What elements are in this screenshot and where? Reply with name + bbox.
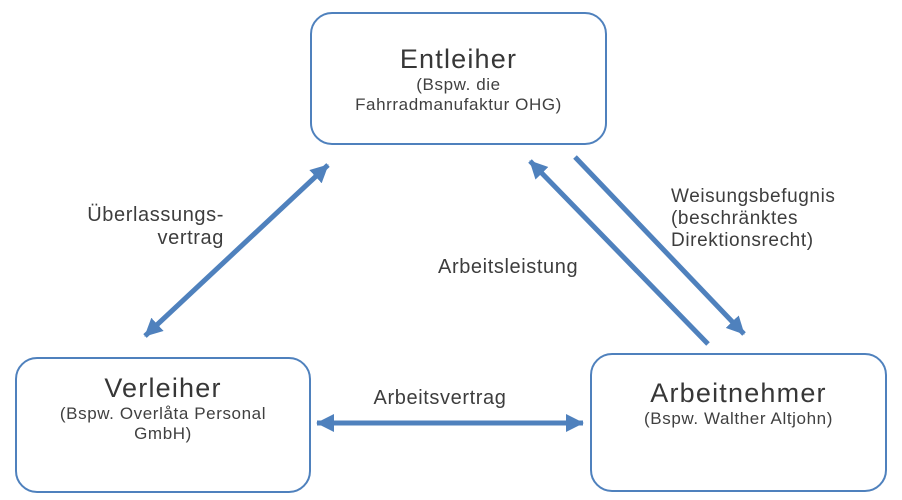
node-subtitle-line: Fahrradmanufaktur OHG) [355,94,562,114]
edge-label-weisungsbefugnis: Weisungsbefugnis (beschränktes Direktion… [671,186,891,252]
node-arbeitnehmer: Arbeitnehmer (Bspw. Walther Altjohn) [590,353,887,492]
edge-label-ueberlassungsvertrag: Überlassungs- vertrag [60,204,224,250]
edge-label-arbeitsvertrag: Arbeitsvertrag [373,387,507,409]
edge-label-line: Direktionsrecht) [671,230,814,251]
node-title: Entleiher [399,44,518,74]
node-subtitle-line: (Bspw. die [416,75,501,95]
edge-label-arbeitsleistung: Arbeitsleistung [438,256,579,278]
edge-label-line: Weisungsbefugnis [671,186,836,207]
node-verleiher: Verleiher (Bspw. Overlåta Personal GmbH) [15,357,311,493]
weisungsbefugnis-arrow [573,155,746,336]
edge-label-line: (beschränktes [671,208,799,229]
node-entleiher: Entleiher (Bspw. die Fahrradmanufaktur O… [310,12,607,145]
edge-label-line: vertrag [157,227,224,249]
node-title: Verleiher [104,373,222,403]
node-subtitle-line: (Bspw. Walther Altjohn) [644,409,833,429]
node-subtitle-line: GmbH) [134,423,192,443]
node-subtitle-line: (Bspw. Overlåta Personal [59,404,267,424]
arbeitsleistung-arrow [528,159,710,346]
edge-label-line: Überlassungs- [87,204,224,226]
ueberlassungsvertrag-arrow [143,163,330,338]
node-title: Arbeitnehmer [650,378,827,408]
